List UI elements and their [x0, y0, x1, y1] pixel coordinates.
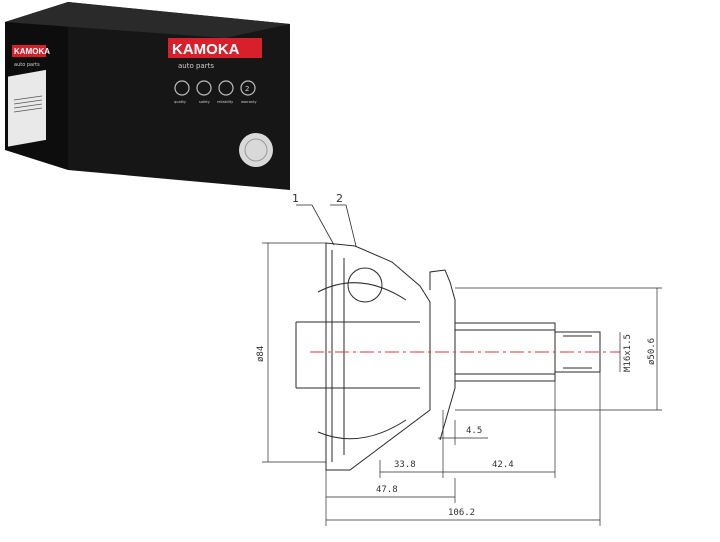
reliability-icon — [218, 80, 234, 96]
feature-label-reliability: reliability — [217, 100, 233, 104]
safety-icon — [196, 80, 212, 96]
box-feature-labels: quality safety reliability warranty — [174, 100, 257, 104]
leader-part1 — [296, 204, 335, 246]
dim-shaft-diameter: ø50.6 — [647, 338, 657, 365]
box-top-edge — [5, 2, 290, 38]
dim-thread: M16x1.5 — [623, 334, 633, 372]
dim-outer-diameter: ø84 — [256, 346, 266, 362]
warranty-icon — [240, 80, 256, 96]
box-side-brand: KAMOKA — [14, 47, 50, 56]
product-box-illustration: KAMOKA auto parts KAMOKA auto parts 2 qu… — [5, 2, 290, 190]
warranty-number: 2 — [245, 85, 249, 93]
box-tagline: auto parts — [178, 62, 214, 70]
box-seal-inner — [244, 138, 268, 162]
box-logo-plate — [168, 38, 262, 58]
box-side-logo-plate — [12, 45, 46, 57]
joint-housing-inner — [331, 250, 345, 462]
box-side-tagline: auto parts — [14, 62, 40, 68]
box-feature-icons: 2 — [174, 80, 256, 96]
leader-part2 — [330, 204, 357, 247]
part-label-1: 1 — [292, 192, 299, 205]
feature-label-warranty: warranty — [241, 100, 257, 104]
joint-cage-arc — [317, 282, 407, 301]
box-brand: KAMOKA — [172, 41, 240, 58]
dim-42-4: 42.4 — [492, 460, 514, 470]
dim-106-2: 106.2 — [448, 508, 475, 518]
box-seal-sticker — [239, 133, 273, 167]
feature-label-safety: safety — [199, 100, 210, 104]
dim-4-5: 4.5 — [466, 426, 482, 436]
joint-ball — [347, 267, 383, 303]
dim-33-8: 33.8 — [394, 460, 416, 470]
joint-neck — [429, 269, 456, 441]
dim-47-8: 47.8 — [376, 485, 398, 495]
box-side-label — [8, 69, 46, 147]
part-label-2: 2 — [336, 192, 343, 205]
quality-icon — [174, 80, 190, 96]
feature-label-quality: quality — [174, 100, 186, 104]
joint-housing-outline — [325, 242, 431, 471]
box-side-barcode — [13, 95, 43, 113]
joint-bore — [295, 321, 420, 389]
joint-cage-arc-lower — [317, 419, 407, 440]
